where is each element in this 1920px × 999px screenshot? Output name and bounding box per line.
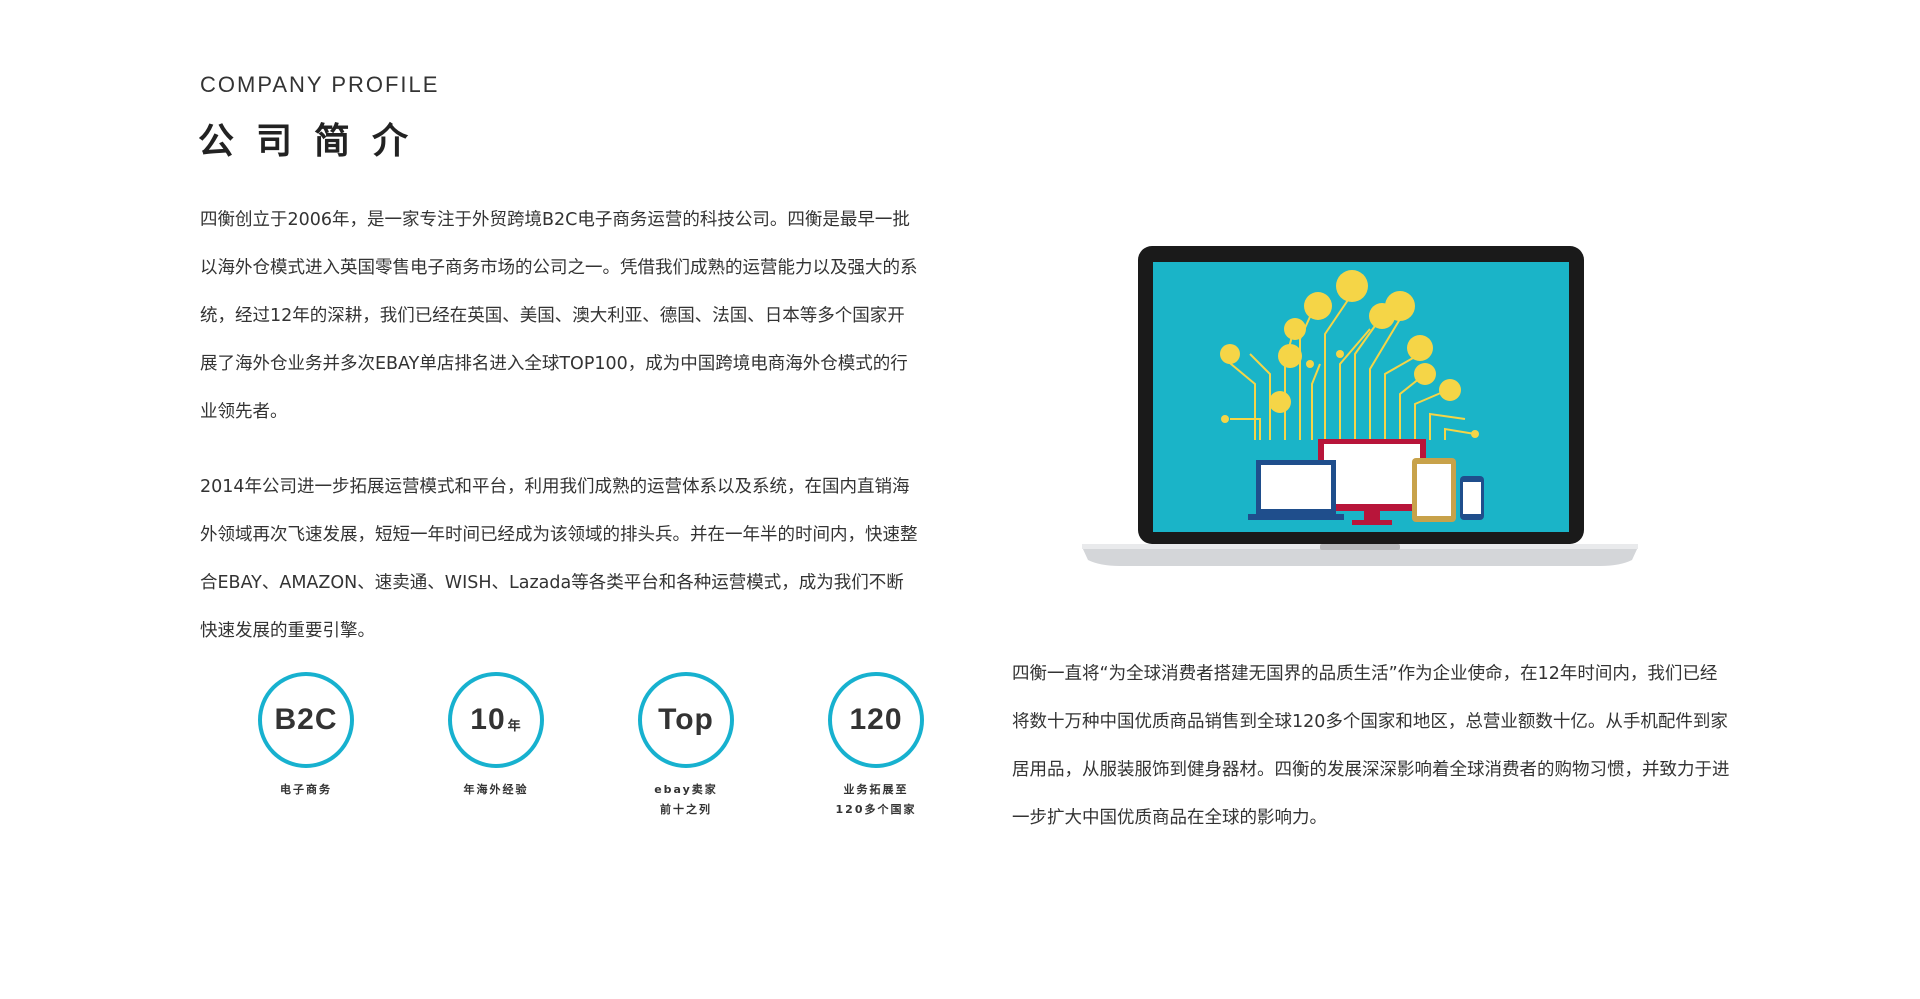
- stat-b2c: B2C 电子商务: [236, 672, 376, 800]
- small-laptop-icon: [1248, 460, 1344, 520]
- stat-circle: B2C: [258, 672, 354, 768]
- stat-circle: Top: [638, 672, 734, 768]
- intro-paragraph-2: 2014年公司进一步拓展运营模式和平台，利用我们成熟的运营体系以及系统，在国内直…: [200, 477, 918, 641]
- stat-caption-line: ebay卖家: [654, 783, 718, 796]
- laptop-base: [1082, 547, 1638, 566]
- stat-unit: 年: [507, 717, 522, 733]
- laptop-icon: [1082, 246, 1638, 566]
- stat-top: Top ebay卖家 前十之列: [616, 672, 756, 820]
- stat-caption-line: 电子商务: [280, 783, 332, 796]
- intro-paragraph-1: 四衡创立于2006年，是一家专注于外贸跨境B2C电子商务运营的科技公司。四衡是最…: [200, 210, 918, 422]
- stat-caption-line: 前十之列: [660, 803, 712, 816]
- stat-caption-line: 120多个国家: [835, 803, 917, 816]
- stat-caption: 年海外经验: [426, 780, 566, 800]
- stat-caption: 电子商务: [236, 780, 376, 800]
- tablet-icon: [1412, 458, 1456, 522]
- stat-caption-line: 业务拓展至: [843, 783, 909, 796]
- laptop-illustration: [1080, 244, 1640, 569]
- section-title-en: COMPANY PROFILE: [200, 72, 440, 97]
- phone-icon: [1460, 476, 1484, 520]
- stat-value: B2C: [274, 703, 338, 736]
- stat-circle: 120: [828, 672, 924, 768]
- section-title-cn: 公司简介: [198, 121, 431, 162]
- stat-value: Top: [658, 703, 714, 736]
- stat-caption: ebay卖家 前十之列: [616, 780, 756, 820]
- stat-countries: 120 业务拓展至 120多个国家: [806, 672, 946, 820]
- mission-paragraph: 四衡一直将“为全球消费者搭建无国界的品质生活”作为企业使命，在12年时间内，我们…: [1012, 664, 1730, 828]
- stat-caption: 业务拓展至 120多个国家: [806, 780, 946, 820]
- stat-value: 10: [470, 703, 506, 736]
- stat-caption-line: 年海外经验: [463, 783, 529, 796]
- stat-value: 120: [849, 703, 903, 736]
